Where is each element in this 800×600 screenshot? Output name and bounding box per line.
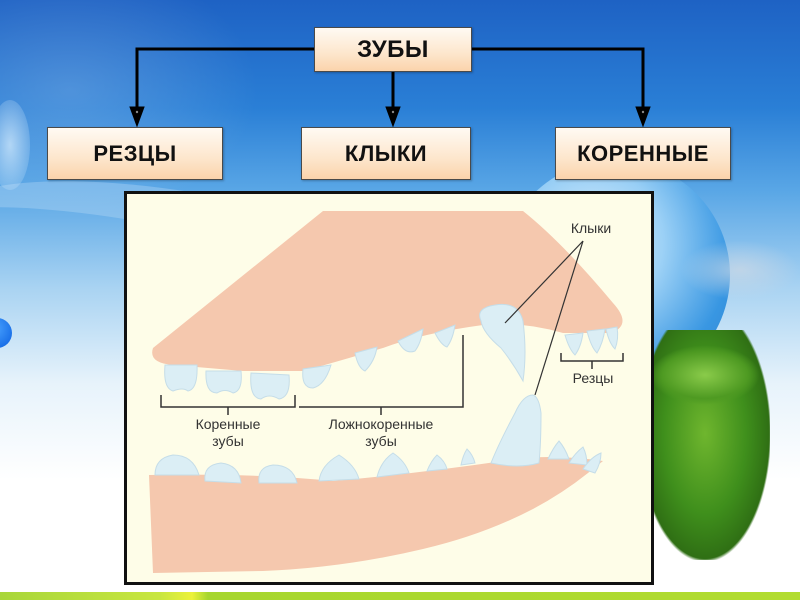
lower-molar-tooth	[204, 462, 242, 484]
label-canines: Клыки	[570, 220, 612, 236]
upper-molar-tooth	[205, 370, 242, 394]
lower-premolar-tooth	[426, 454, 448, 472]
upper-premolar-tooth	[302, 364, 332, 389]
label-molars-line1: Коренные	[195, 416, 261, 432]
upper-premolar-tooth	[354, 346, 378, 372]
bottom-accent-bar	[0, 592, 800, 600]
upper-premolar-tooth	[434, 324, 456, 348]
label-premolars-line1: Ложнокоренные	[328, 416, 434, 432]
child-node-canines: КЛЫКИ	[301, 127, 471, 180]
child-node-label: КОРЕННЫЕ	[577, 140, 709, 166]
label-molars: Коренные зубы	[173, 416, 283, 450]
root-node-teeth: ЗУБЫ	[314, 27, 472, 72]
incisors-bracket	[560, 353, 624, 362]
jaw-illustration	[149, 211, 624, 573]
connector-left	[135, 47, 314, 110]
canine-pointer-lower	[534, 240, 584, 396]
upper-incisor-tooth	[605, 326, 619, 350]
tree-connectors	[129, 47, 651, 128]
child-node-incisors: РЕЗЦЫ	[47, 127, 223, 180]
lower-molar-tooth	[258, 464, 298, 484]
lower-premolar-tooth	[460, 448, 476, 466]
lower-incisor-tooth	[547, 440, 570, 460]
lower-molar-tooth	[154, 454, 200, 476]
label-premolars-line2: зубы	[365, 433, 397, 449]
water-splash-image	[680, 240, 800, 300]
premolars-bracket	[299, 335, 464, 408]
upper-premolar-tooth	[397, 328, 424, 353]
upper-incisor-tooth	[586, 328, 606, 354]
upper-jaw-gum	[152, 211, 623, 371]
lower-premolar-tooth	[376, 452, 410, 478]
lower-jaw-gum	[149, 457, 603, 573]
upper-canine-tooth	[479, 303, 526, 383]
child-node-label: КЛЫКИ	[344, 140, 428, 166]
tree-top-image	[650, 345, 760, 405]
lower-canine-tooth	[490, 394, 542, 467]
lower-incisor-tooth	[582, 452, 602, 474]
lower-premolar-tooth	[318, 454, 360, 482]
child-node-label: РЕЗЦЫ	[93, 140, 177, 166]
blue-bubble	[0, 318, 12, 348]
arrow-middle-icon	[385, 106, 401, 128]
connector-right	[472, 47, 645, 110]
label-molars-line2: зубы	[212, 433, 244, 449]
root-node-label: ЗУБЫ	[357, 35, 429, 63]
label-incisors: Резцы	[572, 370, 614, 386]
child-node-molars: КОРЕННЫЕ	[555, 127, 731, 180]
jaw-illustration-panel: Клыки Резцы Коренные зубы Ложнокоренные …	[124, 191, 654, 585]
upper-incisor-tooth	[564, 332, 584, 356]
label-premolars: Ложнокоренные зубы	[311, 416, 451, 450]
upper-molar-tooth	[250, 372, 290, 400]
arrow-left-icon	[129, 106, 145, 128]
upper-molar-tooth	[164, 364, 198, 392]
arrow-right-icon	[635, 106, 651, 128]
lower-incisor-tooth	[568, 446, 588, 466]
canine-pointer-upper	[504, 240, 584, 324]
